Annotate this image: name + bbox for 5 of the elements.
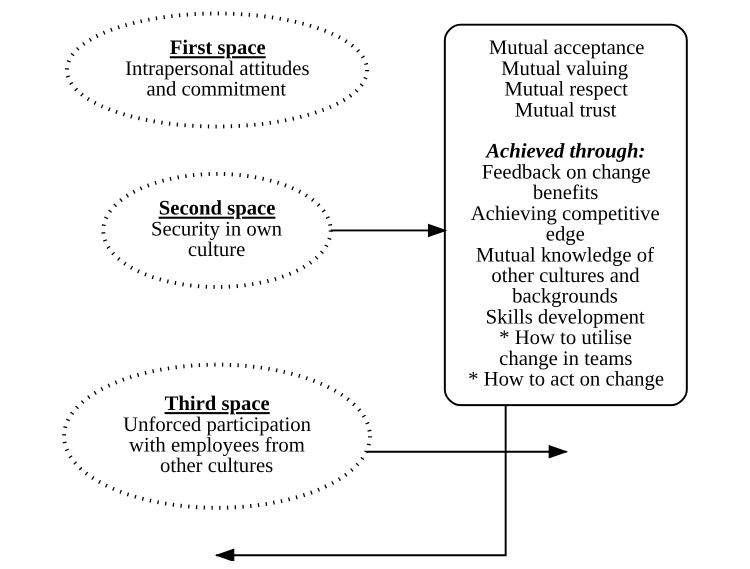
- node-ellipse: First space Intrapersonal attitudes and commitment: [64, 12, 368, 128]
- arrow: [330, 224, 447, 238]
- node-ellipse: Second space Security in own culture: [100, 172, 332, 289]
- node-box: Mutual acceptance Mutual valuing Mutual respect Mutual trust Achieved through: Feedback on change benefits Achieving competitive edge Mutual knowledge of other cultures and backgrounds Skills development * How to utilise change in teams * How to act on change: [443, 24, 688, 406]
- node-ellipse: Third space Unforced participation with employees from other cultures: [62, 362, 372, 510]
